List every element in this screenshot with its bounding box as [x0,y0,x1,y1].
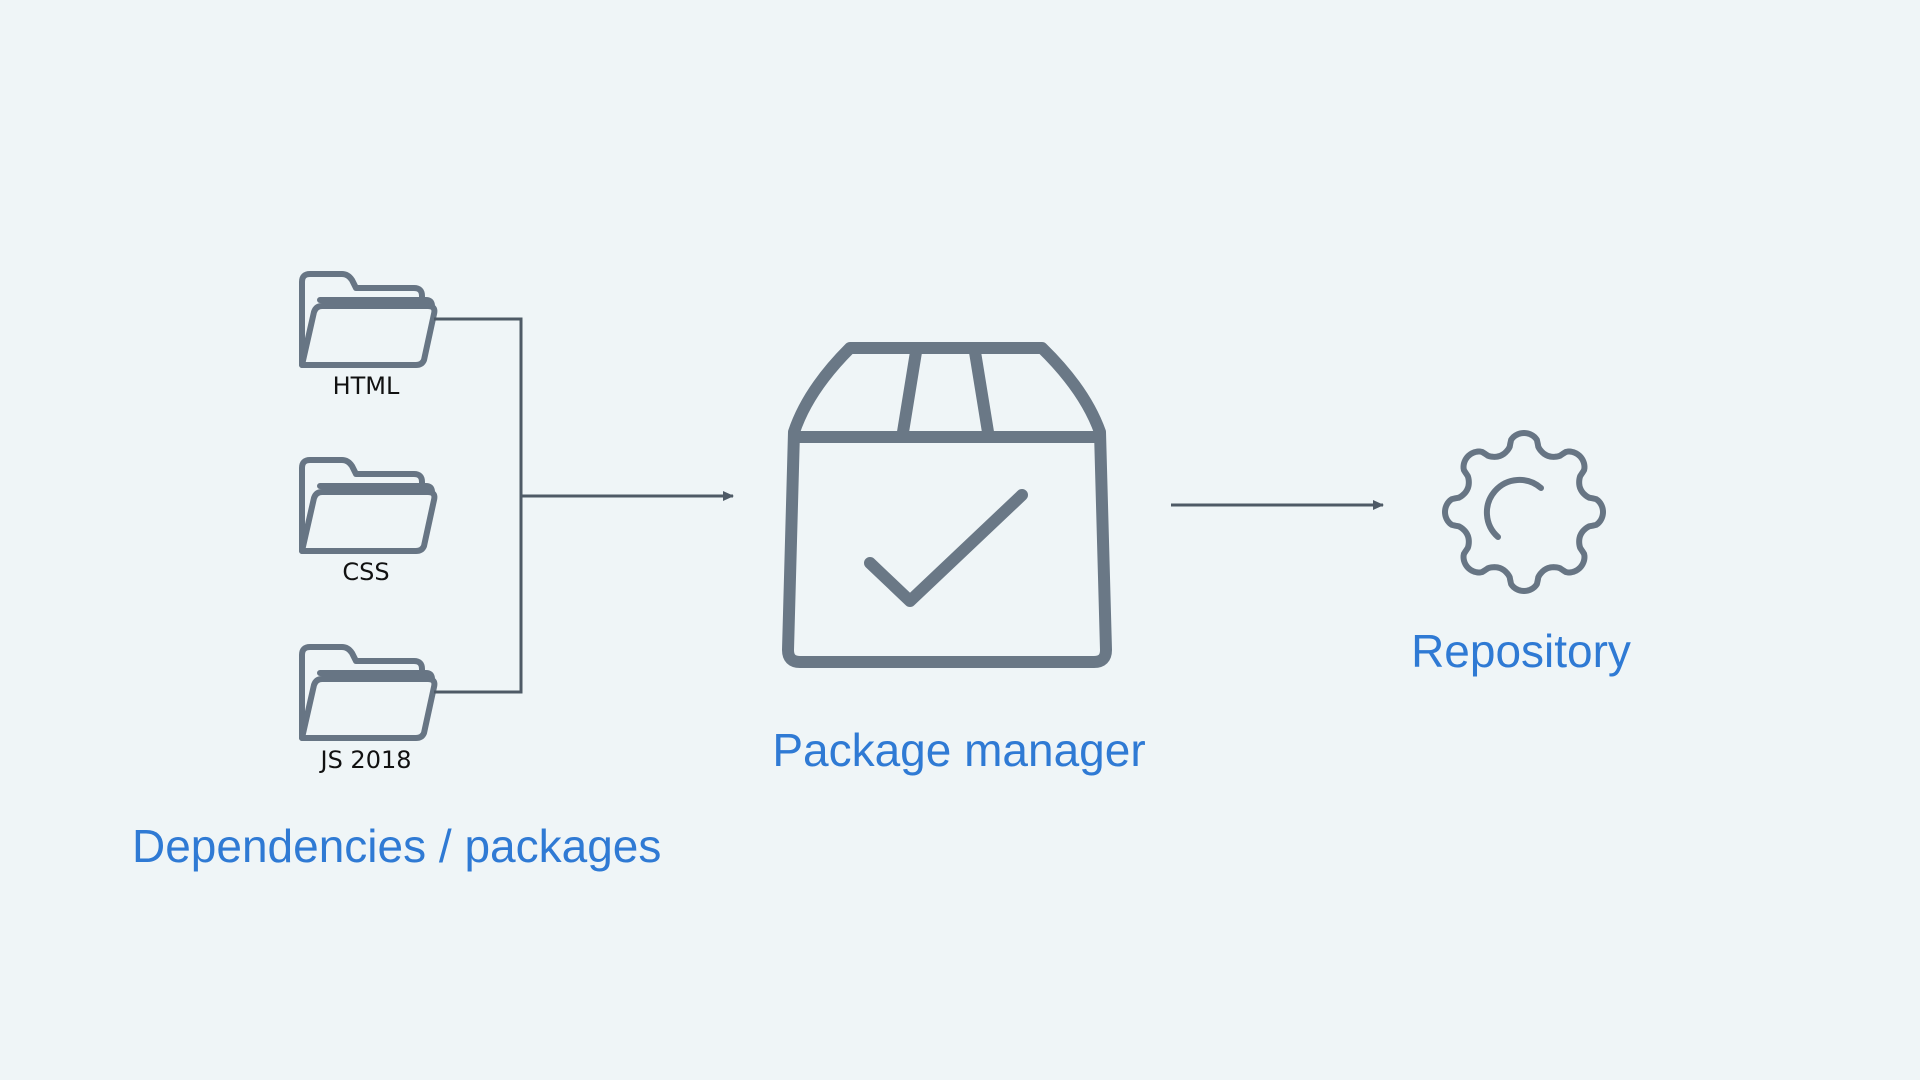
folder-icon [302,274,434,365]
package-manager-label: Package manager [772,724,1145,776]
folder-html [302,274,434,365]
folder-css [302,460,434,551]
checkmark-icon [864,489,1028,607]
folder-icon [302,647,434,738]
folder-label-html: HTML [333,372,400,400]
bracket-connector [434,317,523,694]
gear-icon [1442,430,1606,594]
package-box-icon [782,342,1112,668]
dependencies-label: Dependencies / packages [132,820,661,872]
folder-label-css: CSS [342,558,389,586]
repository-label: Repository [1411,625,1631,677]
folder-label-js: JS 2018 [318,746,411,774]
folder-icon [302,460,434,551]
folder-js [302,647,434,738]
